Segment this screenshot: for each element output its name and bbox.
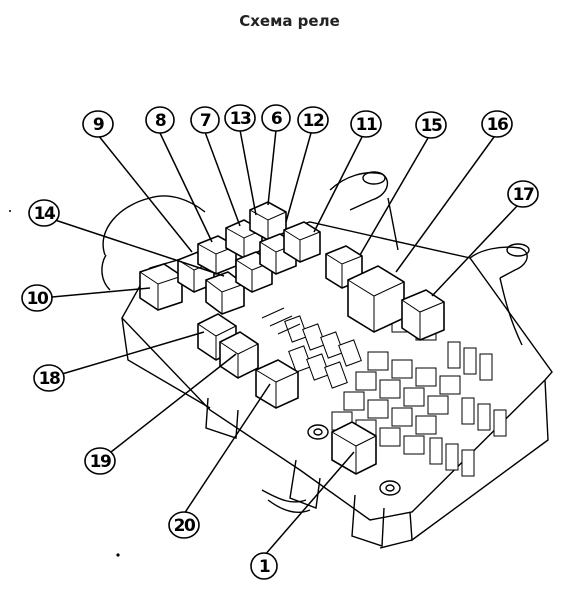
callout-14: 14 bbox=[28, 199, 60, 227]
fuse-grid bbox=[284, 315, 507, 477]
callout-10: 10 bbox=[21, 284, 53, 312]
callouts: 9 8 7 13 6 12 11 15 bbox=[21, 104, 539, 580]
callout-1: 1 bbox=[250, 552, 278, 580]
svg-text:1: 1 bbox=[259, 557, 270, 577]
page-title: Схема реле bbox=[239, 12, 340, 30]
callout-15: 15 bbox=[415, 111, 447, 139]
relay-17 bbox=[401, 289, 445, 341]
svg-text:12: 12 bbox=[303, 111, 324, 131]
callout-20: 20 bbox=[168, 511, 200, 539]
callout-19: 19 bbox=[84, 447, 116, 475]
relays bbox=[139, 201, 445, 475]
svg-text:14: 14 bbox=[34, 204, 56, 224]
svg-text:15: 15 bbox=[421, 116, 442, 136]
svg-text:8: 8 bbox=[155, 111, 166, 131]
relay-12 bbox=[283, 221, 321, 263]
callout-13: 13 bbox=[224, 104, 256, 132]
svg-text:6: 6 bbox=[271, 109, 282, 129]
svg-text:10: 10 bbox=[27, 289, 49, 309]
callout-7: 7 bbox=[190, 106, 220, 134]
callout-6: 6 bbox=[261, 104, 291, 132]
callout-11: 11 bbox=[350, 110, 382, 138]
callout-16: 16 bbox=[481, 110, 513, 138]
svg-text:19: 19 bbox=[90, 452, 111, 472]
svg-text:17: 17 bbox=[513, 185, 534, 205]
fuse-box-housing bbox=[101, 171, 553, 549]
svg-text:18: 18 bbox=[39, 369, 60, 389]
relay-14 bbox=[205, 271, 245, 315]
relay-15 bbox=[347, 265, 405, 333]
relay-20 bbox=[255, 359, 299, 409]
relay-19 bbox=[219, 331, 259, 379]
scan-speck bbox=[9, 210, 11, 212]
svg-text:7: 7 bbox=[200, 111, 211, 131]
callout-17: 17 bbox=[507, 180, 539, 208]
callout-12: 12 bbox=[297, 106, 329, 134]
callout-18: 18 bbox=[33, 364, 65, 392]
svg-text:9: 9 bbox=[93, 115, 104, 135]
callout-9: 9 bbox=[82, 110, 114, 138]
svg-text:13: 13 bbox=[230, 109, 251, 129]
svg-text:16: 16 bbox=[487, 115, 508, 135]
scan-speck bbox=[116, 553, 120, 557]
leader-lines bbox=[51, 129, 519, 557]
svg-text:20: 20 bbox=[174, 516, 196, 536]
svg-text:11: 11 bbox=[356, 115, 377, 135]
callout-8: 8 bbox=[145, 106, 175, 134]
relay-10 bbox=[139, 263, 183, 311]
relay-1 bbox=[331, 421, 377, 475]
